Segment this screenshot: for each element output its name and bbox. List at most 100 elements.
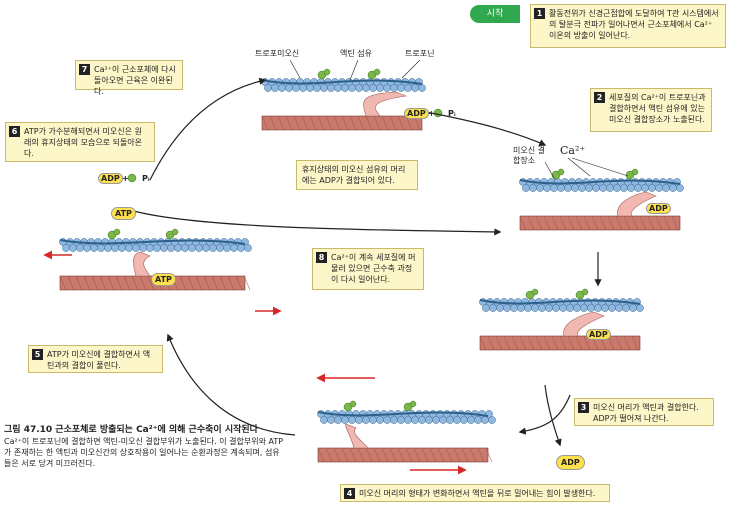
step-number: 8 — [316, 252, 327, 263]
filament-stripe — [551, 215, 559, 231]
filament-stripe — [341, 447, 349, 463]
figure-caption: 그림 47.10 근소포체로 방출되는 Ca²⁺에 의해 근수축이 시작된다 C… — [4, 425, 284, 469]
step-2-callout: 2 세포질의 Ca²⁺이 트로포닌과 결합하면서 액틴 섬유에 있는 미오신 결… — [590, 88, 712, 132]
filament-stripe — [511, 335, 519, 351]
filament-stripe — [325, 447, 333, 463]
troponin-complex — [531, 288, 539, 296]
label-actin: 액틴 섬유 — [340, 49, 372, 58]
myosin-head — [345, 423, 369, 449]
filament-stripe — [543, 335, 551, 351]
filament-stripe — [671, 215, 679, 231]
filament-stripe — [333, 115, 341, 131]
filament-stripe — [67, 275, 75, 291]
filament-stripe — [131, 275, 139, 291]
troponin-complex — [373, 68, 381, 76]
step-5-callout: 5 ATP가 미오신에 결합하면서 액틴과의 결합이 풀린다. — [28, 345, 163, 373]
filament-stripe — [333, 447, 341, 463]
filament-stripe — [243, 275, 251, 291]
filament-stripe — [607, 215, 615, 231]
filament-stripe — [317, 115, 325, 131]
myosin-thick-filament — [479, 335, 641, 351]
plus-step6: + — [122, 174, 129, 183]
filament-stripe — [615, 215, 623, 231]
filament-stripe — [437, 447, 445, 463]
filament-stripe — [479, 335, 487, 351]
actin-bead — [488, 416, 496, 424]
leader-calcium-1 — [567, 157, 591, 177]
filament-stripe — [623, 335, 631, 351]
arrow-top-to-2 — [414, 109, 547, 147]
filament-stripe — [503, 335, 511, 351]
step-number: 1 — [534, 8, 545, 19]
filament-stripe — [639, 215, 647, 231]
filament-stripe — [495, 335, 503, 351]
phosphate-dot — [127, 173, 137, 183]
filament-stripe — [373, 115, 381, 131]
tropomyosin-strand — [479, 299, 641, 305]
actin-bead — [244, 244, 252, 252]
plus-top: + — [428, 109, 435, 118]
step-text: Ca²⁺이 근소포체에 다시 돌아오면 근육은 이완된다. — [94, 65, 176, 96]
filament-stripe — [559, 215, 567, 231]
step-number: 6 — [9, 126, 20, 137]
filament-stripe — [365, 115, 373, 131]
filament-stripe — [389, 447, 397, 463]
adp-label-top: ADP — [404, 108, 429, 119]
tropomyosin-strand — [261, 79, 423, 85]
filament-stripe — [477, 447, 485, 463]
adp-label-step6: ADP — [98, 173, 123, 184]
filament-stripe — [381, 115, 389, 131]
filament-stripe — [519, 335, 527, 351]
filament-stripe — [519, 215, 527, 231]
filament-stripe — [269, 115, 277, 131]
filament-stripe — [261, 115, 269, 131]
filament-stripe — [575, 335, 583, 351]
filament-stripe — [559, 335, 567, 351]
arrow-7-to-top — [149, 77, 267, 181]
filament-stripe — [453, 447, 461, 463]
troponin-complex — [409, 400, 417, 408]
filament-stripe — [325, 115, 333, 131]
step-7-callout: 7 Ca²⁺이 근소포체에 다시 돌아오면 근육은 이완된다. — [75, 60, 183, 96]
filament-stripe — [485, 447, 493, 463]
filament-stripe — [277, 115, 285, 131]
adp-label-released: ADP — [556, 455, 585, 470]
pi-label-step6: Pᵢ — [142, 174, 150, 183]
arrow-4-to-5 — [166, 333, 296, 436]
step-number: 4 — [344, 488, 355, 499]
filament-stripe — [83, 275, 91, 291]
step-text: Ca²⁺이 계속 세포질에 머물러 있으면 근수축 과정이 다시 일어난다. — [331, 253, 416, 284]
label-calcium: Ca²⁺ — [560, 144, 586, 157]
step-text: 미오신 머리가 액틴과 결합한다. ADP가 떨어져 나간다. — [593, 403, 699, 423]
actin-bead — [676, 184, 684, 192]
actin-bead — [418, 84, 426, 92]
filament-stripe — [123, 275, 131, 291]
filament-stripe — [583, 215, 591, 231]
filament-stripe — [107, 275, 115, 291]
filament-stripe — [527, 335, 535, 351]
atp-label-step5: ATP — [151, 273, 176, 286]
filament-stripe — [139, 275, 147, 291]
troponin-complex — [113, 228, 121, 236]
rest-note-callout: 휴지상태의 미오신 섬유의 머리에는 ADP가 결합되어 있다. — [296, 160, 418, 190]
filament-stripe — [227, 275, 235, 291]
tropomyosin-strand — [519, 179, 681, 185]
label-troponin: 트로포닌 — [405, 49, 435, 58]
filament-stripe — [365, 447, 373, 463]
actin-bead — [636, 304, 644, 312]
filament-stripe — [421, 447, 429, 463]
filament-stripe — [469, 447, 477, 463]
step-1-callout: 1 활동전위가 신경근접합에 도달하여 T관 시스템에서의 탈분극 전파가 일어… — [530, 4, 726, 48]
arrow-3-to-adp — [544, 384, 562, 447]
troponin-complex — [171, 228, 179, 236]
myosin-thick-filament — [519, 215, 681, 231]
filament-stripe — [567, 335, 575, 351]
adp-label-step2: ADP — [646, 203, 671, 214]
troponin-complex — [349, 400, 357, 408]
filament-stripe — [357, 447, 365, 463]
step-3-callout: 3 미오신 머리가 액틴과 결합한다. ADP가 떨어져 나간다. — [574, 398, 714, 426]
step-text: ATP가 미오신에 결합하면서 액틴과의 결합이 풀린다. — [47, 350, 151, 370]
arrow-8-cycle — [129, 209, 502, 236]
step-text: ATP가 가수분해되면서 미오신은 원래의 휴지상태의 모습으로 되돌아온다. — [24, 127, 143, 158]
adp-label-step3: ADP — [586, 329, 611, 340]
